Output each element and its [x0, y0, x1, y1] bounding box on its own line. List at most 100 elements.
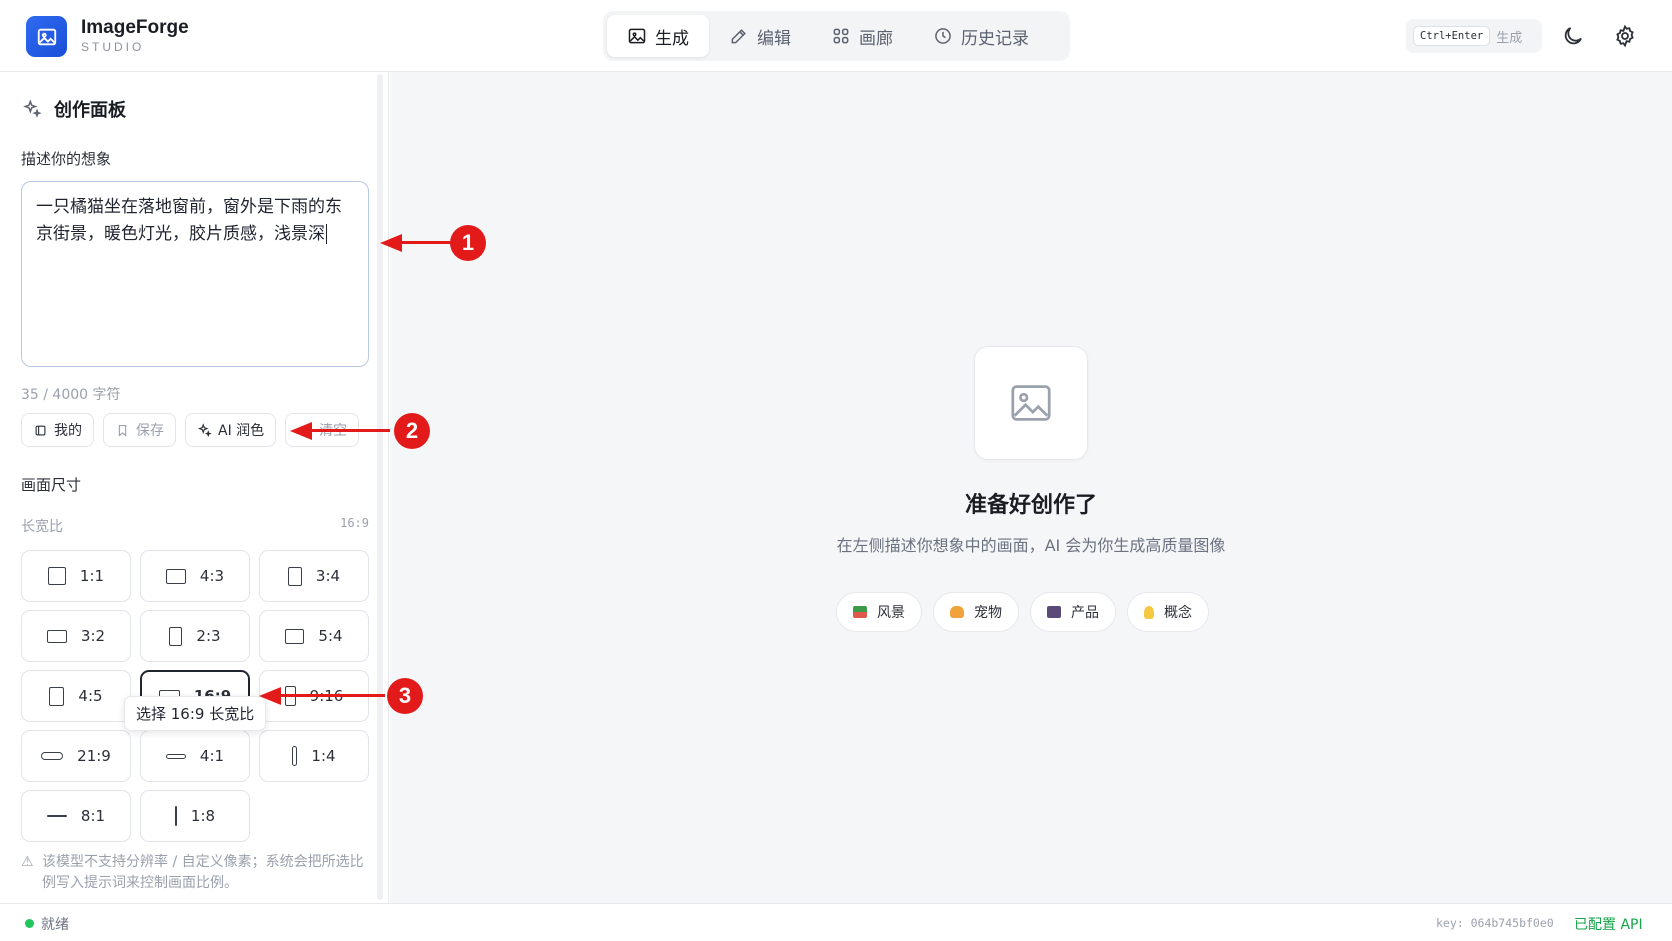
creation-panel: 创作面板 描述你的想象 一只橘猫坐在落地窗前，窗外是下雨的东京街景，暖色灯光，胶… [0, 72, 389, 903]
button-label: 我的 [54, 423, 82, 439]
char-count: 35 / 4000 字符 [21, 387, 121, 403]
logo [26, 16, 67, 57]
ratio-shape-icon [41, 752, 64, 760]
panel-title-text: 创作面板 [54, 100, 126, 121]
brand-name: ImageForge [81, 17, 189, 38]
sparkle-icon [23, 99, 42, 118]
empty-state-subtitle: 在左侧描述你想象中的画面，AI 会为你生成高质量图像 [836, 536, 1226, 555]
status-bar: 就绪 key: 064b745bf0e0 已配置 API [0, 903, 1672, 941]
gear-icon[interactable] [1613, 24, 1637, 48]
ratio-option-21-9[interactable]: 21:9 [21, 730, 131, 782]
arrow-head-icon [380, 234, 402, 252]
tab-label: 画廊 [859, 28, 893, 49]
ratio-label-text: 4:1 [199, 747, 225, 765]
chip-label: 风景 [877, 605, 905, 621]
ratio-option-2-3[interactable]: 2:3 [140, 610, 250, 662]
arrow-head-icon [290, 422, 312, 440]
ratio-option-4-5[interactable]: 4:5 [21, 670, 131, 722]
moon-icon[interactable] [1561, 24, 1585, 48]
chip-label: 宠物 [974, 605, 1002, 621]
ratio-shape-icon [46, 629, 67, 643]
pet-icon [950, 606, 964, 618]
suggestion-chips: 风景 宠物 产品 概念 [836, 592, 1209, 632]
ratio-option-5-4[interactable]: 5:4 [259, 610, 369, 662]
empty-state-title: 准备好创作了 [964, 493, 1097, 518]
my-prompts-button[interactable]: 我的 [21, 413, 94, 447]
annotation-number: 3 [387, 678, 423, 714]
ratio-label-text: 5:4 [318, 627, 343, 645]
ratio-label-text: 4:5 [78, 687, 103, 705]
tab-generate[interactable]: 生成 [607, 15, 709, 57]
ratio-note-text: 该模型不支持分辨率 / 自定义像素；系统会把所选比例写入提示词来控制画面比例。 [42, 854, 364, 891]
ratio-label-text: 1:1 [79, 567, 105, 585]
ratio-label-text: 3:2 [80, 627, 106, 645]
ratio-shape-icon [174, 806, 177, 826]
image-placeholder-icon [1011, 385, 1051, 421]
prompt-label: 描述你的想象 [21, 150, 112, 168]
api-status-link[interactable]: 已配置 API [1574, 917, 1643, 933]
annotation-number: 1 [450, 225, 486, 261]
ratio-option-4-3[interactable]: 4:3 [140, 550, 250, 602]
prompt-textarea[interactable]: 一只橘猫坐在落地窗前，窗外是下雨的东京街景，暖色灯光，胶片质感，浅景深 [21, 181, 369, 367]
brand-subtitle: STUDIO [81, 40, 145, 54]
ratio-label-text: 1:4 [311, 747, 336, 765]
bookmark-icon [118, 424, 127, 437]
size-label: 画面尺寸 [21, 476, 82, 494]
ratio-option-4-1[interactable]: 4:1 [140, 730, 250, 782]
empty-state-card [974, 346, 1088, 460]
tab-label: 编辑 [757, 28, 791, 49]
prompt-actions: 我的 保存 AI 润色 清空 [21, 413, 360, 447]
ratio-shape-icon [285, 628, 305, 644]
generate-shortcut-hint: Ctrl+Enter 生成 [1406, 19, 1542, 53]
chip-concept[interactable]: 概念 [1127, 592, 1209, 632]
ratio-option-3-2[interactable]: 3:2 [21, 610, 131, 662]
status-indicator-icon [25, 919, 34, 928]
tab-gallery[interactable]: 画廊 [811, 15, 913, 57]
save-prompt-button[interactable]: 保存 [103, 413, 176, 447]
arrow-line [308, 429, 390, 432]
clock-icon [935, 28, 951, 44]
arrow-line [277, 694, 385, 697]
ratio-tooltip: 选择 16:9 长宽比 [124, 696, 267, 731]
sparkle-icon [197, 422, 212, 437]
ratio-shape-icon [169, 626, 183, 646]
ratio-shape-icon [165, 753, 186, 759]
tab-history[interactable]: 历史记录 [913, 15, 1049, 57]
chip-product[interactable]: 产品 [1030, 592, 1116, 632]
ratio-label: 长宽比 [21, 519, 63, 535]
chip-label: 产品 [1071, 605, 1099, 621]
ratio-shape-icon [46, 815, 67, 817]
ratio-label-text: 2:3 [196, 627, 221, 645]
sidebar-scrollbar[interactable] [377, 74, 383, 900]
tab-label: 生成 [655, 28, 689, 49]
ratio-shape-icon [47, 567, 66, 585]
ratio-label-text: 3:4 [315, 567, 341, 585]
image-icon [37, 28, 56, 45]
arrow-line [398, 241, 468, 244]
lightbulb-icon [1144, 605, 1154, 619]
grid-icon [833, 28, 849, 44]
app-header: ImageForge STUDIO 生成 编辑 画廊 历史记录 Ctrl+Ent… [0, 0, 1672, 72]
ratio-option-8-1[interactable]: 8:1 [21, 790, 131, 842]
chip-pet[interactable]: 宠物 [933, 592, 1019, 632]
chip-landscape[interactable]: 风景 [836, 592, 922, 632]
ai-polish-button[interactable]: AI 润色 [185, 413, 277, 447]
chip-label: 概念 [1164, 605, 1192, 621]
tab-edit[interactable]: 编辑 [709, 15, 811, 57]
status-text: 就绪 [41, 917, 69, 933]
ratio-current-value: 16:9 [340, 516, 369, 530]
api-key-text: key: 064b745bf0e0 [1436, 916, 1554, 930]
ratio-shape-icon [165, 568, 186, 584]
ratio-option-1-8[interactable]: 1:8 [140, 790, 250, 842]
button-label: AI 润色 [218, 423, 265, 439]
ratio-shape-icon [287, 566, 302, 586]
preview-area: 准备好创作了 在左侧描述你想象中的画面，AI 会为你生成高质量图像 风景 宠物 … [390, 72, 1672, 903]
ratio-header: 长宽比 16:9 [21, 516, 369, 536]
ratio-label-text: 21:9 [77, 747, 111, 765]
ratio-option-1-4[interactable]: 1:4 [259, 730, 369, 782]
ratio-shape-icon [292, 746, 298, 766]
warning-icon: ⚠ [21, 854, 34, 870]
ratio-shape-icon [49, 686, 65, 706]
ratio-option-1-1[interactable]: 1:1 [21, 550, 131, 602]
ratio-option-3-4[interactable]: 3:4 [259, 550, 369, 602]
